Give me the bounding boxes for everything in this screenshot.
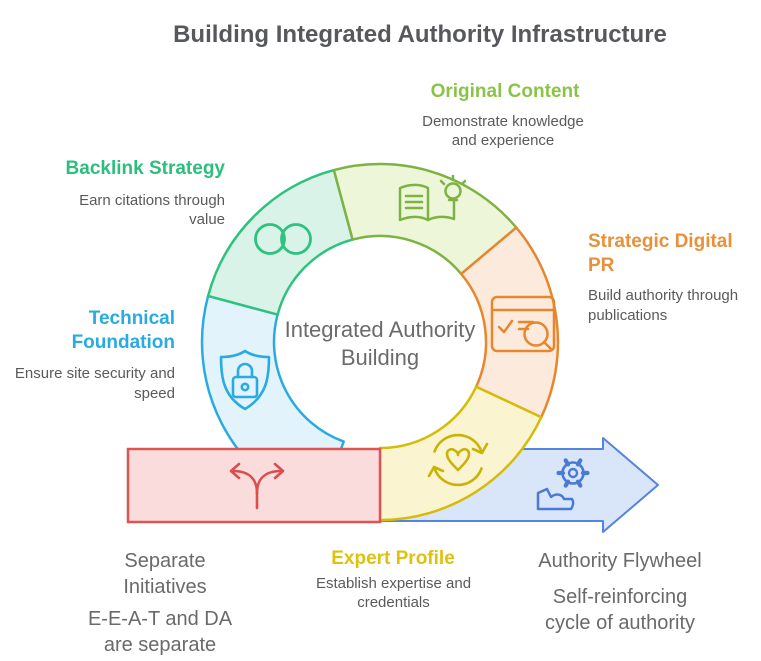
label-technical-foundation: Technical Foundation	[71, 308, 175, 353]
ring-segment-expert	[378, 385, 543, 522]
link-rings-icon	[254, 223, 312, 255]
ring-segment-backlink	[206, 168, 354, 316]
search-results-icon	[490, 295, 556, 353]
label-strategic-digital-pr: Strategic Digital PR	[588, 231, 733, 276]
heart-refresh-icon	[427, 433, 489, 487]
center-label: Integrated Authority Building	[284, 317, 476, 370]
desc-authority-flywheel: Self-reinforcing cycle of authority	[544, 586, 696, 634]
desc-strategic-digital-pr: Build authority through publications	[588, 287, 739, 324]
label-expert-profile: Expert Profile	[331, 548, 455, 569]
label-separate-initiatives: Separate Initiatives	[123, 550, 207, 598]
gear-icon	[556, 458, 590, 488]
desc-original-content: Demonstrate knowledge and experience	[422, 113, 584, 149]
page-title: Building Integrated Authority Infrastruc…	[173, 21, 667, 48]
label-backlink-strategy: Backlink Strategy	[65, 158, 225, 179]
desc-separate-initiatives: E-E-A-T and DA are separate	[87, 608, 233, 656]
desc-expert-profile: Establish expertise and credentials	[315, 575, 472, 611]
separate-initiatives-box	[126, 447, 382, 524]
momentum-icon	[536, 487, 575, 511]
book-lightbulb-icon	[398, 174, 467, 222]
fork-split-icon	[229, 462, 285, 510]
desc-backlink-strategy: Earn citations through value	[79, 192, 225, 228]
label-original-content: Original Content	[430, 81, 580, 102]
label-authority-flywheel: Authority Flywheel	[538, 550, 702, 572]
desc-technical-foundation: Ensure site security and speed	[14, 365, 175, 402]
shield-lock-icon	[219, 349, 271, 411]
